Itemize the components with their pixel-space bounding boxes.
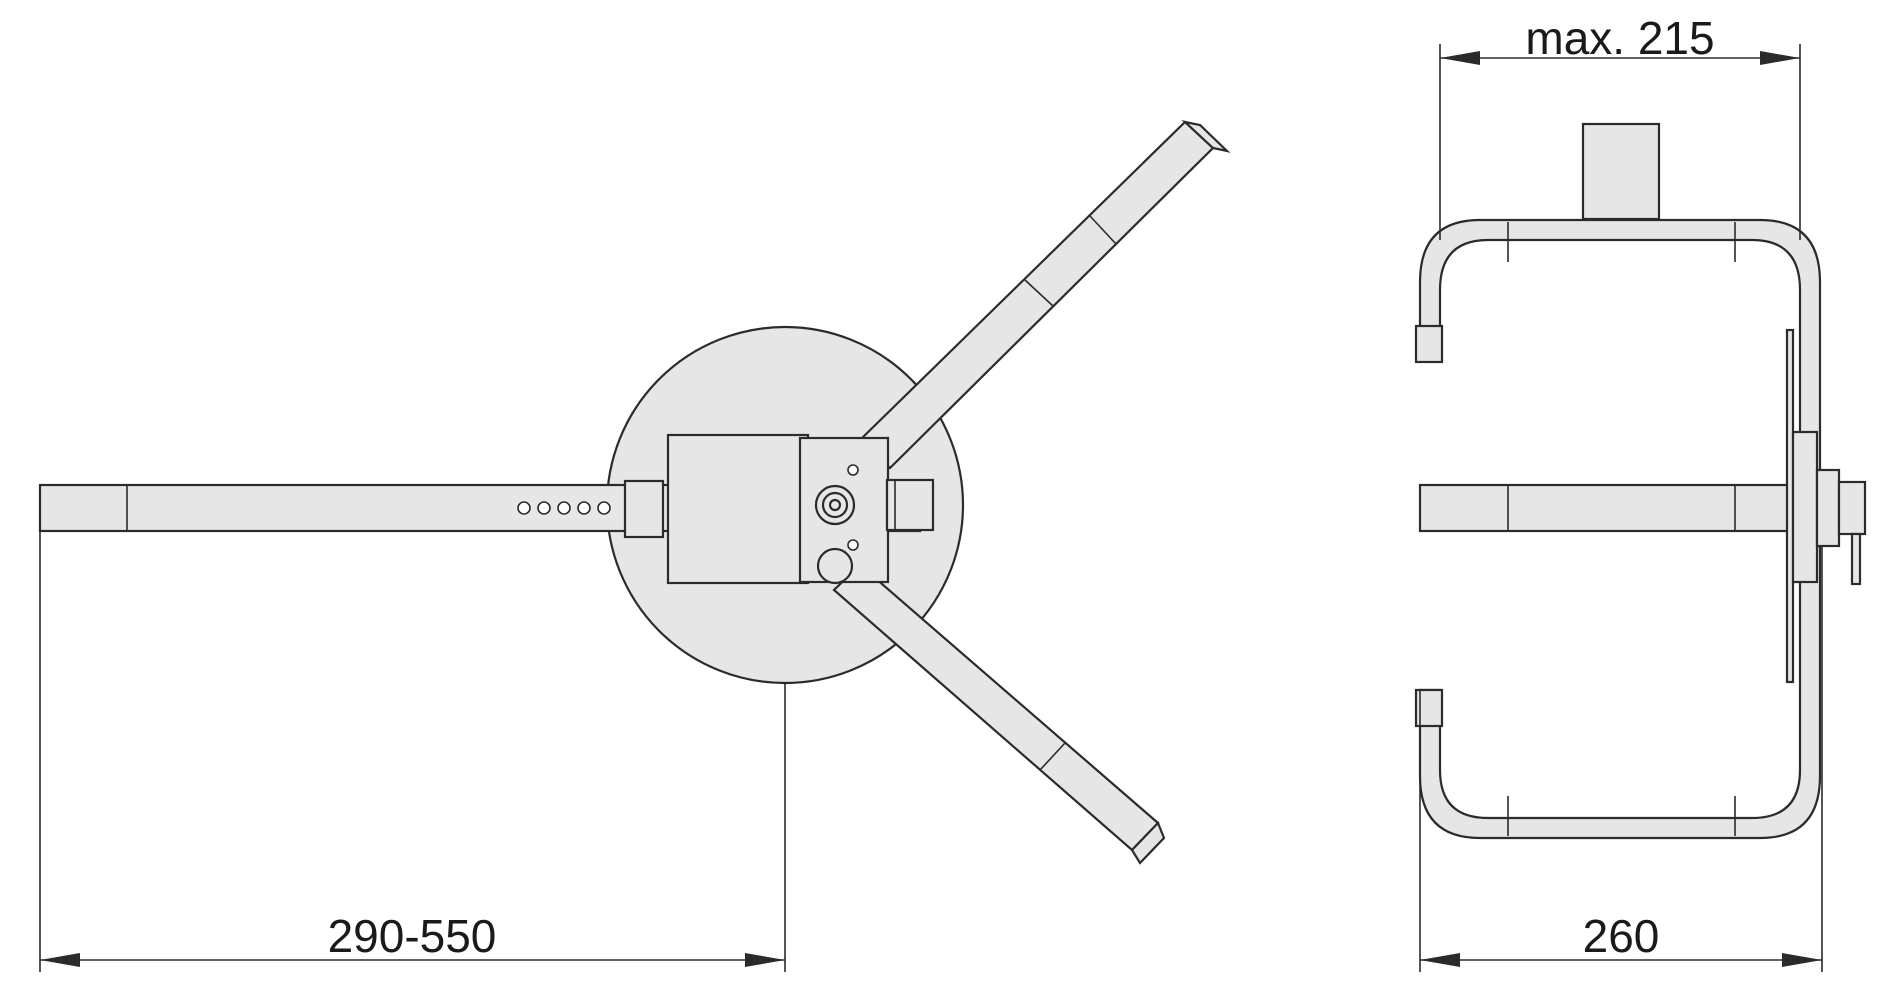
dimension-label-length: 290-550 — [328, 910, 497, 962]
dimension-max-215: max. 215 — [1439, 12, 1801, 240]
dimension-label-width: 260 — [1583, 910, 1660, 962]
middle-bar — [1418, 483, 1824, 533]
lower-arm — [832, 563, 1166, 865]
side-view — [1414, 122, 1867, 840]
upper-arm — [858, 120, 1231, 470]
lock-block — [798, 436, 935, 585]
top-stub — [1581, 122, 1661, 221]
dimension-260: 260 — [1419, 546, 1823, 972]
upper-hook-tip — [1414, 324, 1444, 364]
top-view — [38, 120, 1231, 865]
dimension-label-max: max. 215 — [1525, 12, 1714, 64]
side-lock — [1785, 328, 1867, 684]
dimension-290-550: 290-550 — [39, 531, 786, 972]
slide-housing — [666, 433, 810, 585]
